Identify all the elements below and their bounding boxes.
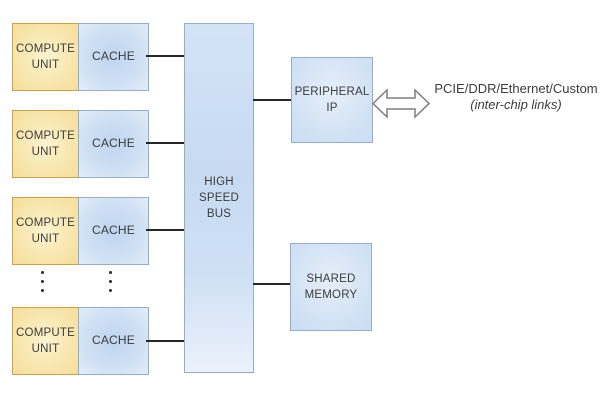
connector-line xyxy=(253,99,291,101)
high-speed-bus-block: HIGH SPEED BUS xyxy=(184,23,254,373)
compute-unit-block: COMPUTE UNIT xyxy=(12,110,79,178)
compute-unit-block: COMPUTE UNIT xyxy=(12,23,79,91)
compute-cache-row: COMPUTE UNIT CACHE xyxy=(12,307,149,375)
cache-label: CACHE xyxy=(91,333,135,348)
connector-line xyxy=(146,229,184,231)
high-speed-bus-label: HIGH SPEED BUS xyxy=(199,175,239,221)
compute-cache-row: COMPUTE UNIT CACHE xyxy=(12,197,149,265)
compute-cache-row: COMPUTE UNIT CACHE xyxy=(12,110,149,178)
shared-memory-label: SHARED MEMORY xyxy=(304,272,358,301)
link-protocols-label: PCIE/DDR/Ethernet/Custom xyxy=(434,81,598,96)
compute-unit-label: COMPUTE UNIT xyxy=(16,216,75,245)
bidirectional-arrow-icon xyxy=(372,88,430,119)
compute-cache-row: COMPUTE UNIT CACHE xyxy=(12,23,149,91)
cache-block: CACHE xyxy=(78,197,149,265)
cache-block: CACHE xyxy=(78,23,149,91)
compute-unit-label: COMPUTE UNIT xyxy=(16,326,75,355)
cache-label: CACHE xyxy=(91,136,135,151)
ellipsis-dots xyxy=(41,271,44,292)
compute-unit-label: COMPUTE UNIT xyxy=(16,129,75,158)
compute-unit-block: COMPUTE UNIT xyxy=(12,307,79,375)
connector-line xyxy=(146,142,184,144)
connector-line xyxy=(146,340,184,342)
ellipsis-dot xyxy=(109,289,112,292)
shared-memory-block: SHARED MEMORY xyxy=(290,243,372,331)
cache-block: CACHE xyxy=(78,307,149,375)
cache-block: CACHE xyxy=(78,110,149,178)
inter-chip-links-label: (inter-chip links) xyxy=(470,97,562,113)
compute-unit-label: COMPUTE UNIT xyxy=(16,42,75,71)
ellipsis-dot xyxy=(41,280,44,283)
cache-label: CACHE xyxy=(91,49,135,64)
ellipsis-dot xyxy=(109,280,112,283)
peripheral-ip-block: PERIPHERAL IP xyxy=(291,57,373,143)
connector-line xyxy=(253,283,290,285)
ellipsis-dot xyxy=(109,271,112,274)
compute-unit-block: COMPUTE UNIT xyxy=(12,197,79,265)
cache-label: CACHE xyxy=(91,223,135,238)
ellipsis-dot xyxy=(41,289,44,292)
ellipsis-dot xyxy=(41,271,44,274)
connector-line xyxy=(146,55,184,57)
ellipsis-dots xyxy=(109,271,112,292)
peripheral-ip-label: PERIPHERAL IP xyxy=(294,85,370,114)
inter-chip-link-annotation: PCIE/DDR/Ethernet/Custom (inter-chip lin… xyxy=(428,81,600,114)
